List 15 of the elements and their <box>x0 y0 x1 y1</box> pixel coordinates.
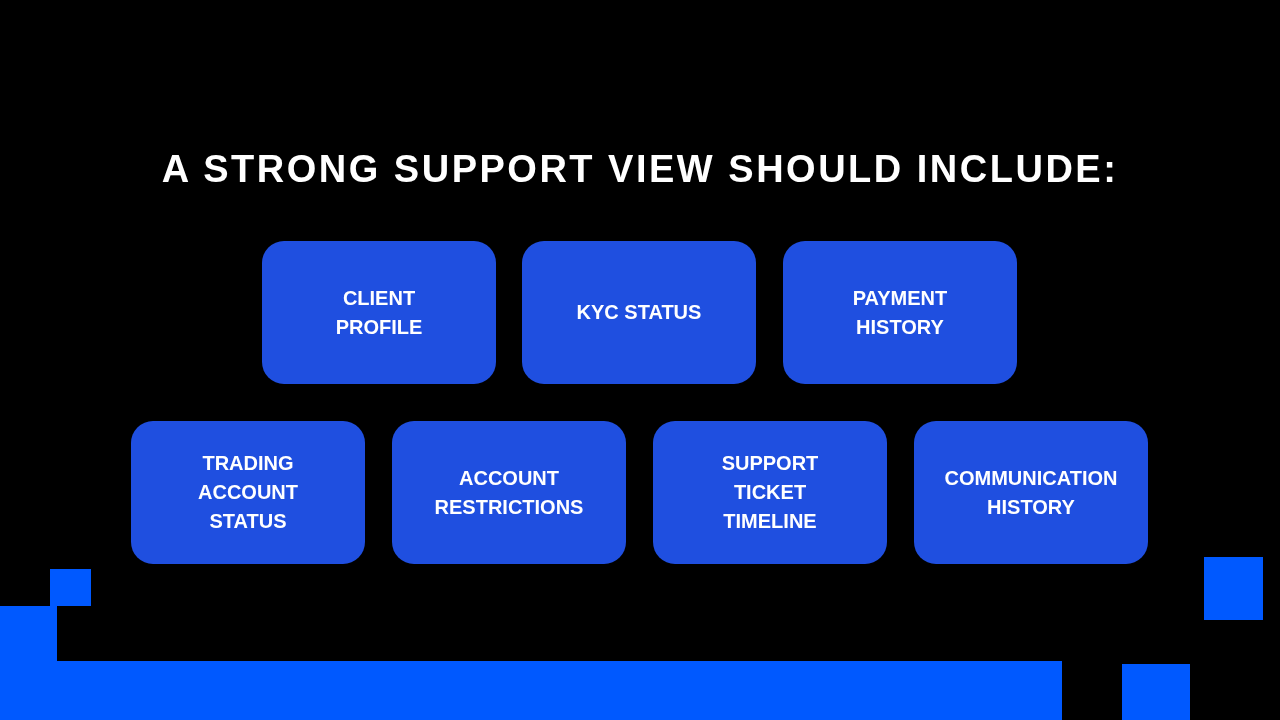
feature-box <box>392 421 626 564</box>
box-label: ACCOUNT RESTRICTIONS <box>433 465 585 520</box>
feature-box <box>262 241 496 384</box>
box-label: KYC STATUS <box>576 300 702 325</box>
box-label: TRADING ACCOUNT STATUS <box>197 451 299 534</box>
feature-box <box>522 241 756 384</box>
box-label: COMMUNICATION HISTORY <box>943 465 1119 520</box>
box-label: PAYMENT HISTORY <box>851 285 949 340</box>
feature-box <box>783 241 1017 384</box>
title: A STRONG SUPPORT VIEW SHOULD INCLUDE: <box>161 148 1119 191</box>
feature-box <box>914 421 1148 564</box>
box-label: SUPPORT TICKET TIMELINE <box>720 451 820 534</box>
feature-box <box>131 421 365 564</box>
box-label: CLIENT PROFILE <box>334 285 424 340</box>
feature-box <box>653 421 887 564</box>
